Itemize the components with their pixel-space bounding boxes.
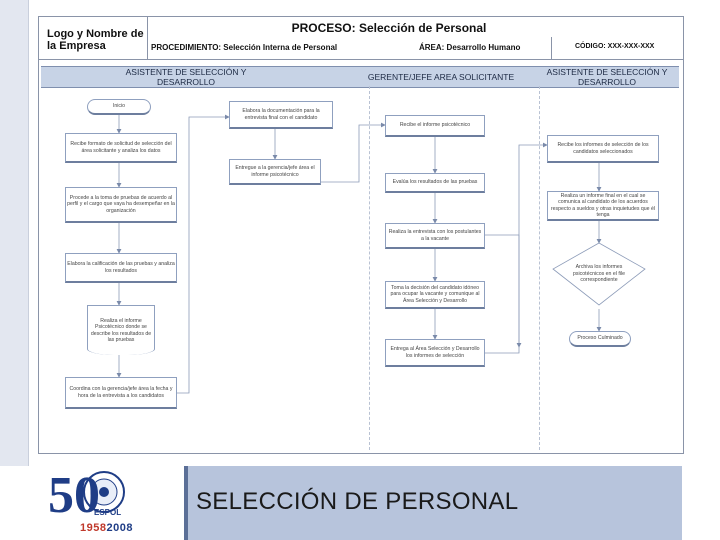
decision-diamond [552, 242, 646, 306]
left-decorative-bar [0, 0, 29, 466]
slide-title: SELECCIÓN DE PERSONAL [196, 488, 519, 515]
step-text: Procede a la toma de pruebas de acuerdo … [67, 194, 175, 214]
swimlane-header-band: ASISTENTE DE SELECCIÓN Y DESARROLLO GERE… [41, 66, 679, 88]
lane-label-gerente: GERENTE/JEFE AREA SOLICITANTE [367, 72, 515, 82]
flowchart-sheet: Logo y Nombre de la Empresa PROCESO: Sel… [38, 16, 684, 454]
step-box-11: Toma la decisión del candidato idóneo pa… [385, 281, 485, 309]
step-text: Realiza el informe Psicotécnico donde se… [90, 317, 152, 343]
step-text: Coordina con la gerencia/jefe área la fe… [69, 386, 173, 399]
step-box-10: Realiza la entrevista con los postulante… [385, 223, 485, 249]
step-text: Recibe el informe psicotécnico [399, 122, 471, 129]
step-box-3: Elabora la calificación de las pruebas y… [65, 253, 177, 283]
step-text: Entregue a la gerencia/jefe área el info… [235, 165, 315, 178]
area-label: ÁREA: Desarrollo Humano [419, 43, 521, 52]
step-text: Realiza la entrevista con los postulante… [388, 229, 482, 242]
step-box-14: Realiza un informe final en el cual se c… [547, 191, 659, 221]
header-divider [147, 17, 148, 59]
anniversary-number: 50 [48, 467, 100, 524]
lane-separator [539, 86, 541, 450]
band-accent [184, 466, 188, 540]
espol-anniversary-logo: ESPOL [38, 466, 184, 540]
footer-title-band [184, 466, 682, 540]
anniversary-years: 19582008 [80, 522, 133, 534]
step-box-6: Elabora la documentación para la entrevi… [229, 101, 333, 129]
lane-label-asistente-2: ASISTENTE DE SELECCIÓN Y DESARROLLO [546, 67, 668, 87]
step-box-1: Recibe formato de solicitud de selección… [65, 133, 177, 163]
emblem-seal-icon [83, 471, 125, 513]
step-box-7: Entregue a la gerencia/jefe área el info… [229, 159, 321, 185]
step-text: Inicio [112, 103, 126, 110]
step-text: Archiva los informes psicotécnicos en el… [573, 264, 625, 284]
year-start: 1958 [80, 522, 107, 534]
decision-text: Archiva los informes psicotécnicos en el… [569, 249, 629, 299]
step-box-8: Recibe el informe psicotécnico [385, 115, 485, 137]
document-header: Logo y Nombre de la Empresa PROCESO: Sel… [39, 17, 683, 60]
start-terminal: Inicio [87, 99, 151, 115]
step-text: Realiza un informe final en el cual se c… [550, 192, 656, 218]
procedure-label: PROCEDIMIENTO: Selección Interna de Pers… [151, 43, 338, 52]
step-text: Evalúa los resultados de las pruebas [392, 179, 478, 186]
step-text: Proceso Culminado [577, 335, 623, 342]
flow-connectors [116, 114, 646, 394]
process-title: PROCESO: Selección de Personal [291, 21, 487, 35]
end-terminal: Proceso Culminado [569, 331, 631, 347]
year-end: 2008 [106, 522, 133, 534]
step-text: Elabora la calificación de las pruebas y… [67, 261, 175, 274]
step-text: Toma la decisión del candidato idóneo pa… [390, 284, 480, 304]
step-box-5: Coordina con la gerencia/jefe área la fe… [65, 377, 177, 409]
step-text: Recibe los informes de selección de los … [557, 142, 649, 155]
document-box-psicotecnico: Realiza el informe Psicotécnico donde se… [87, 305, 155, 355]
header-divider [551, 37, 552, 59]
lane-separator [369, 86, 371, 450]
step-box-13: Recibe los informes de selección de los … [547, 135, 659, 163]
lane-label-asistente-1: ASISTENTE DE SELECCIÓN Y DESARROLLO [125, 67, 247, 87]
slide-footer: ESPOL [38, 466, 682, 540]
company-logo-placeholder: Logo y Nombre de la Empresa [47, 28, 144, 52]
step-box-2: Procede a la toma de pruebas de acuerdo … [65, 187, 177, 223]
step-box-9: Evalúa los resultados de las pruebas [385, 173, 485, 193]
step-text: Recibe formato de solicitud de selección… [70, 141, 172, 154]
code-label: CÓDIGO: XXX-XXX-XXX [575, 43, 655, 50]
emblem-name: ESPOL [94, 508, 122, 517]
step-text: Entrega al Área Selección y Desarrollo l… [390, 346, 480, 359]
step-box-12: Entrega al Área Selección y Desarrollo l… [385, 339, 485, 367]
step-text: Elabora la documentación para la entrevi… [242, 108, 320, 121]
